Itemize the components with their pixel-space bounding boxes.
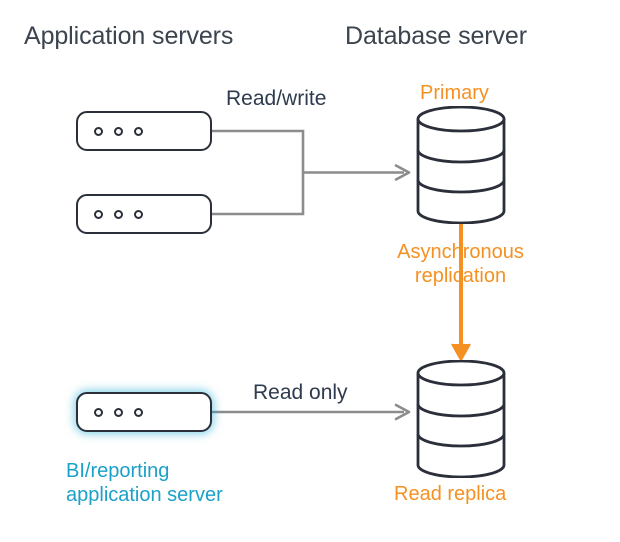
server-dot-icon bbox=[134, 126, 143, 136]
server-dot-icon bbox=[94, 209, 103, 219]
server-dot-icon bbox=[114, 209, 123, 219]
server-dot-icon bbox=[114, 407, 123, 417]
read-replica-database-icon[interactable] bbox=[415, 360, 507, 478]
primary-database-label: Primary bbox=[420, 82, 489, 104]
application-server-2[interactable] bbox=[76, 194, 212, 234]
server-dot-icon bbox=[94, 407, 103, 417]
read-only-label: Read only bbox=[253, 381, 348, 404]
server-status-dots bbox=[94, 126, 143, 136]
application-server-1[interactable] bbox=[76, 111, 212, 151]
primary-database-icon[interactable] bbox=[415, 106, 507, 224]
bi-reporting-server-label-line2: application server bbox=[66, 483, 223, 506]
server-status-dots bbox=[94, 407, 143, 417]
server-dot-icon bbox=[114, 126, 123, 136]
read-replica-label: Read replica bbox=[394, 483, 507, 505]
read-write-label: Read/write bbox=[226, 87, 327, 110]
read-write-arrowhead bbox=[394, 164, 411, 181]
server-dot-icon bbox=[94, 126, 103, 136]
read-write-bracket-connector bbox=[210, 129, 305, 216]
bi-reporting-server-label-line1: BI/reporting bbox=[66, 460, 170, 482]
read-only-arrowhead bbox=[394, 403, 411, 421]
async-replication-label: Asynchronous replication bbox=[383, 240, 538, 288]
bi-reporting-application-server[interactable] bbox=[76, 392, 212, 432]
async-replication-arrowhead bbox=[451, 343, 471, 361]
server-status-dots bbox=[94, 209, 143, 219]
async-replication-label-line2: replication bbox=[414, 265, 507, 287]
server-dot-icon bbox=[134, 407, 143, 417]
page-title-database-server: Database server bbox=[345, 22, 527, 50]
bi-reporting-server-label: BI/reporting application server bbox=[66, 460, 276, 507]
page-title-application-servers: Application servers bbox=[24, 22, 234, 50]
async-replication-label-line1: Asynchronous bbox=[397, 241, 524, 263]
server-dot-icon bbox=[134, 209, 143, 219]
